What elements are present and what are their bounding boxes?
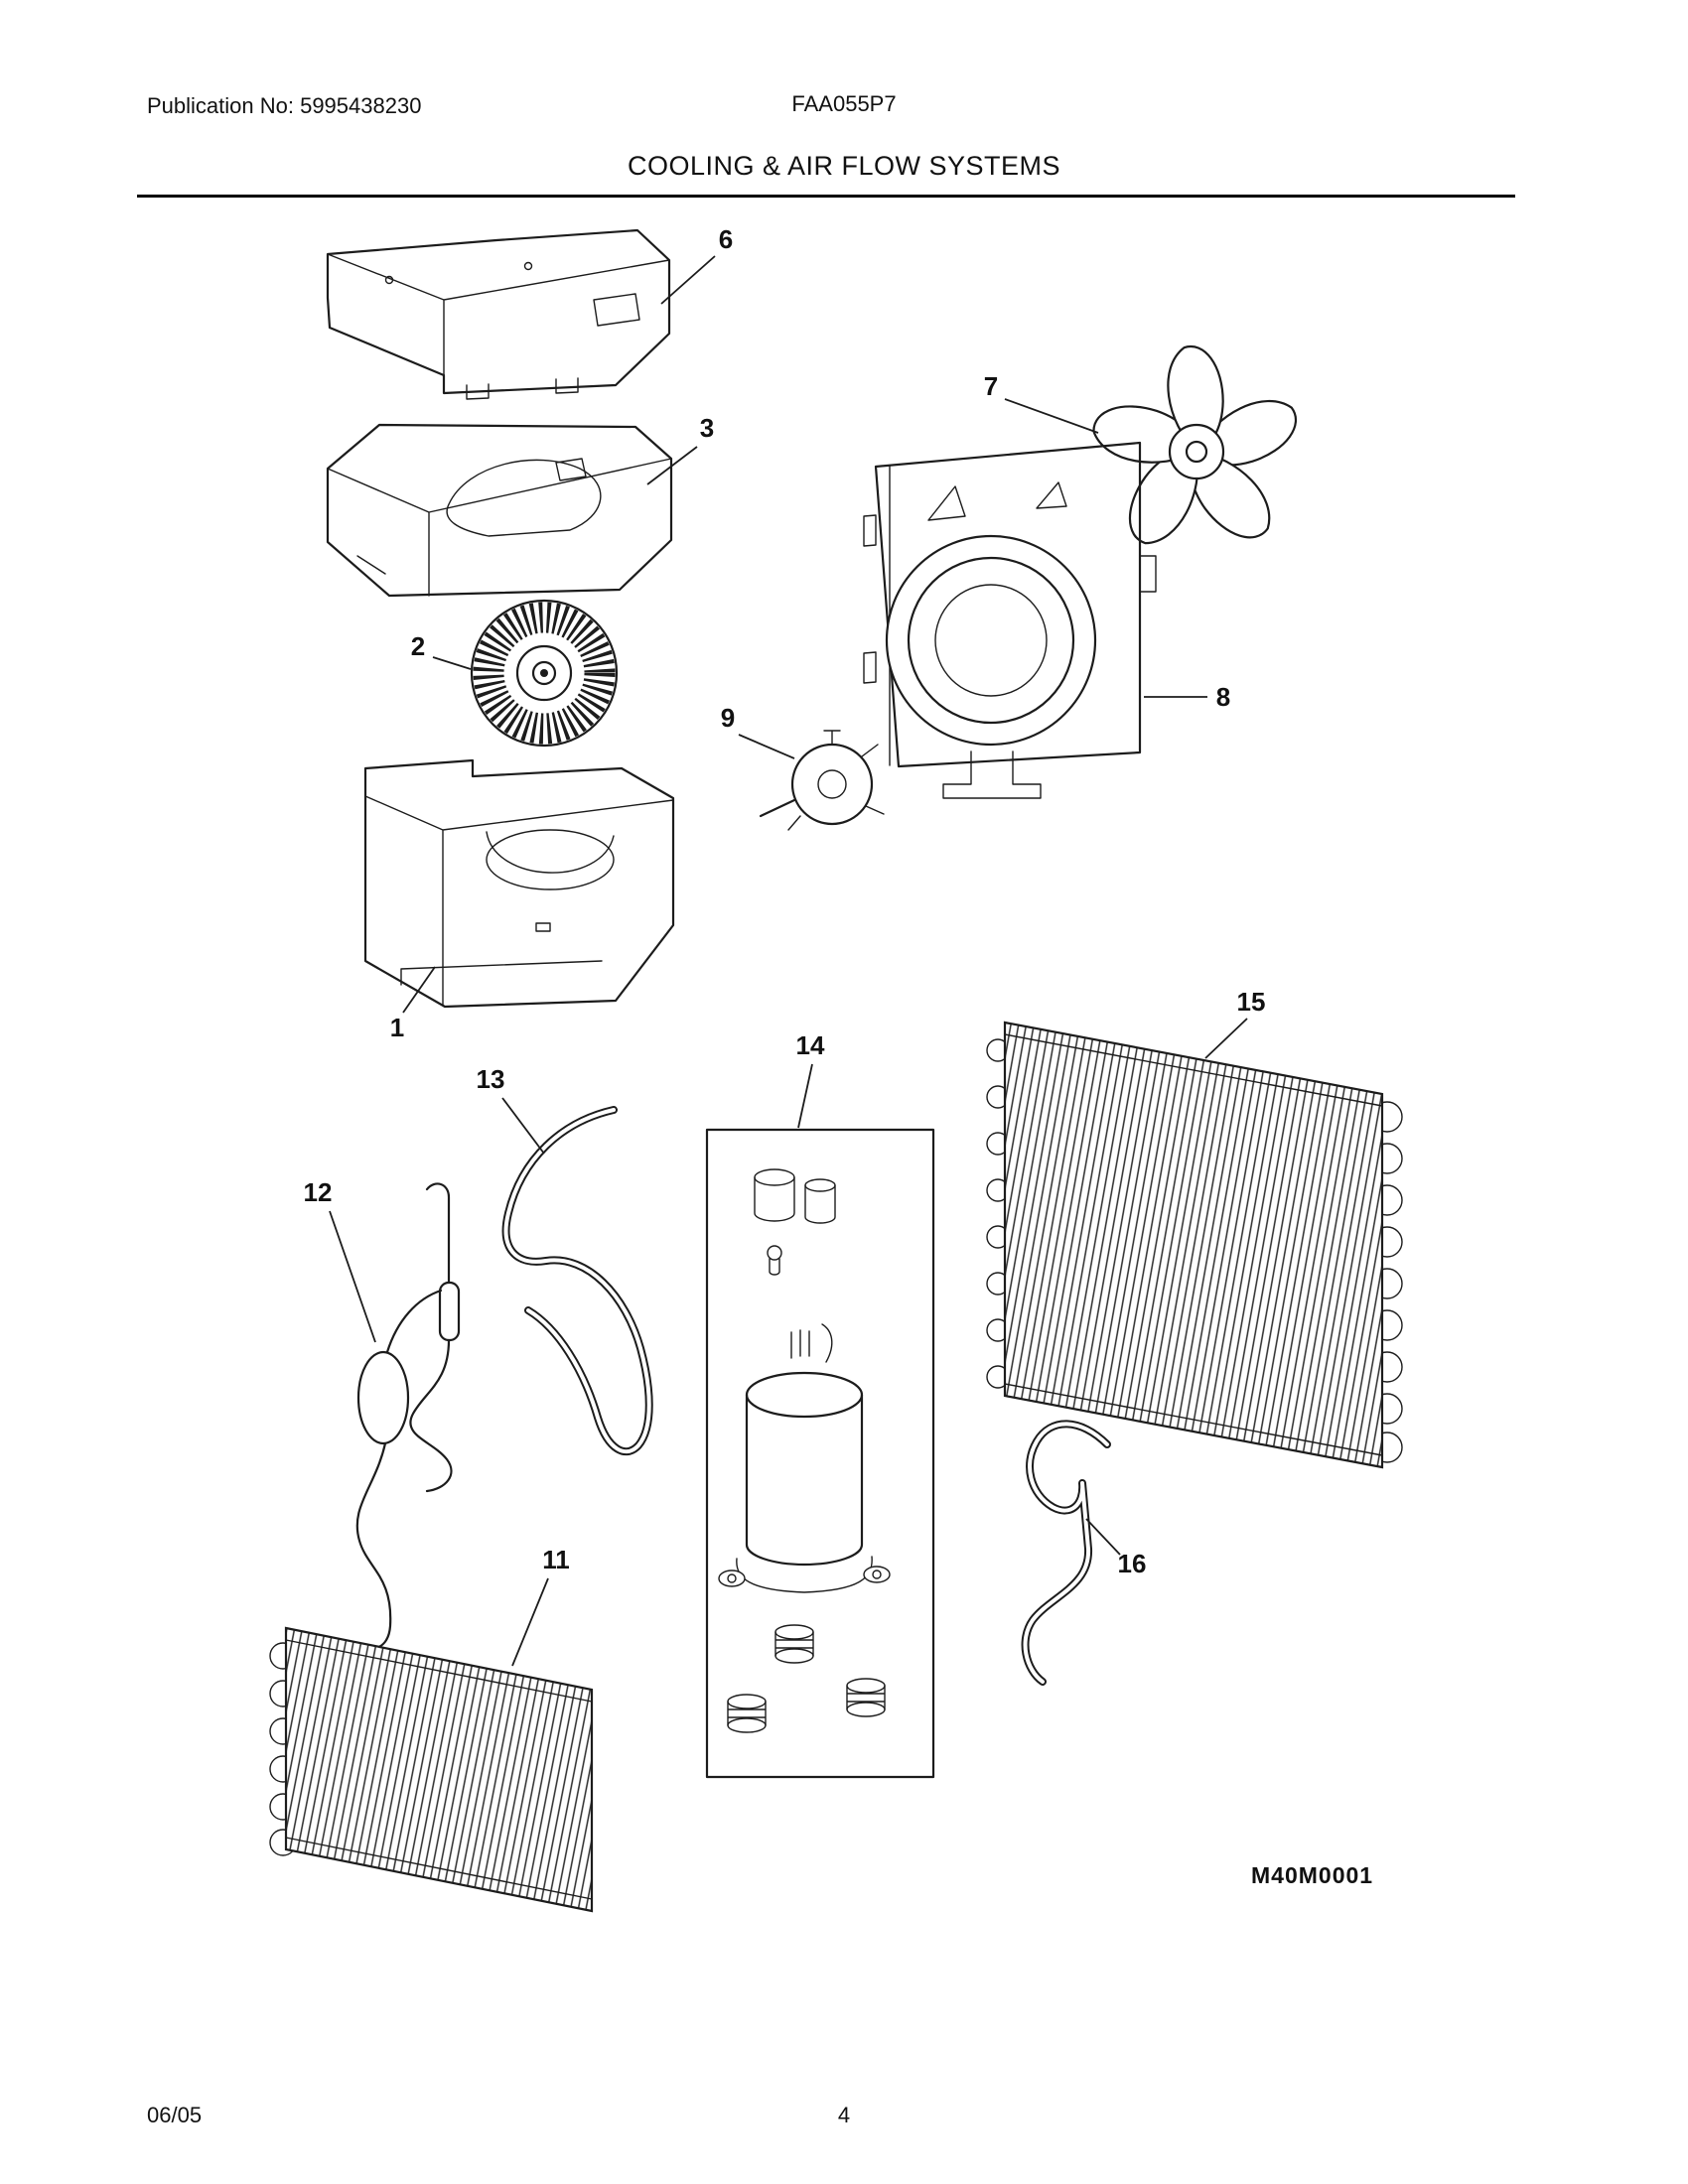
callout-7: 7 — [984, 371, 998, 401]
part-discharge-tube — [501, 1106, 653, 1456]
callout-16: 16 — [1118, 1549, 1147, 1578]
part-lower-housing — [363, 758, 675, 1009]
publication-number: Publication No: 5995438230 — [147, 93, 422, 118]
part-fan-shroud — [863, 441, 1157, 799]
callout-3: 3 — [700, 413, 714, 443]
model-number: FAA055P7 — [791, 91, 897, 116]
callout-7-leader — [1004, 398, 1099, 434]
callout-11-leader — [511, 1577, 549, 1667]
part-capillary-tube — [355, 1182, 461, 1650]
callout-16-leader — [1085, 1518, 1121, 1556]
callout-2-leader — [432, 656, 472, 670]
callout-1: 1 — [390, 1013, 404, 1042]
part-condenser-bracket — [1021, 1420, 1111, 1686]
part-compressor-kit — [705, 1128, 935, 1779]
callouts: 6 3 2 1 7 8 9 13 12 14 15 16 11 — [304, 224, 1266, 1667]
diagram-code: M40M0001 — [1251, 1862, 1374, 1888]
callout-15-leader — [1204, 1018, 1248, 1059]
callout-9-leader — [738, 734, 795, 759]
callout-13: 13 — [477, 1064, 505, 1094]
part-fan-blade — [1092, 344, 1298, 545]
part-air-duct — [326, 423, 673, 598]
callout-3-leader — [646, 446, 698, 485]
callout-8: 8 — [1216, 682, 1230, 712]
callout-11: 11 — [542, 1545, 570, 1574]
callout-14-leader — [797, 1063, 813, 1129]
header-divider — [137, 195, 1515, 198]
part-fan-motor — [759, 730, 885, 831]
callout-12: 12 — [304, 1177, 333, 1207]
footer-date: 06/05 — [147, 2103, 203, 2127]
part-condenser-coil — [986, 1021, 1403, 1469]
callout-1-leader — [402, 966, 436, 1014]
callout-12-leader — [329, 1210, 376, 1343]
part-blower-wheel — [470, 599, 619, 748]
page-title: COOLING & AIR FLOW SYSTEMS — [627, 151, 1061, 181]
callout-6-leader — [660, 255, 716, 305]
callout-6: 6 — [719, 224, 733, 254]
callout-15: 15 — [1237, 987, 1266, 1017]
part-top-cover — [326, 228, 671, 400]
footer-page-number: 4 — [837, 2103, 851, 2127]
callout-13-leader — [501, 1097, 545, 1155]
callout-9: 9 — [721, 703, 735, 733]
callout-14: 14 — [796, 1030, 825, 1060]
part-evaporator-coil — [269, 1626, 594, 1913]
callout-2: 2 — [411, 631, 425, 661]
